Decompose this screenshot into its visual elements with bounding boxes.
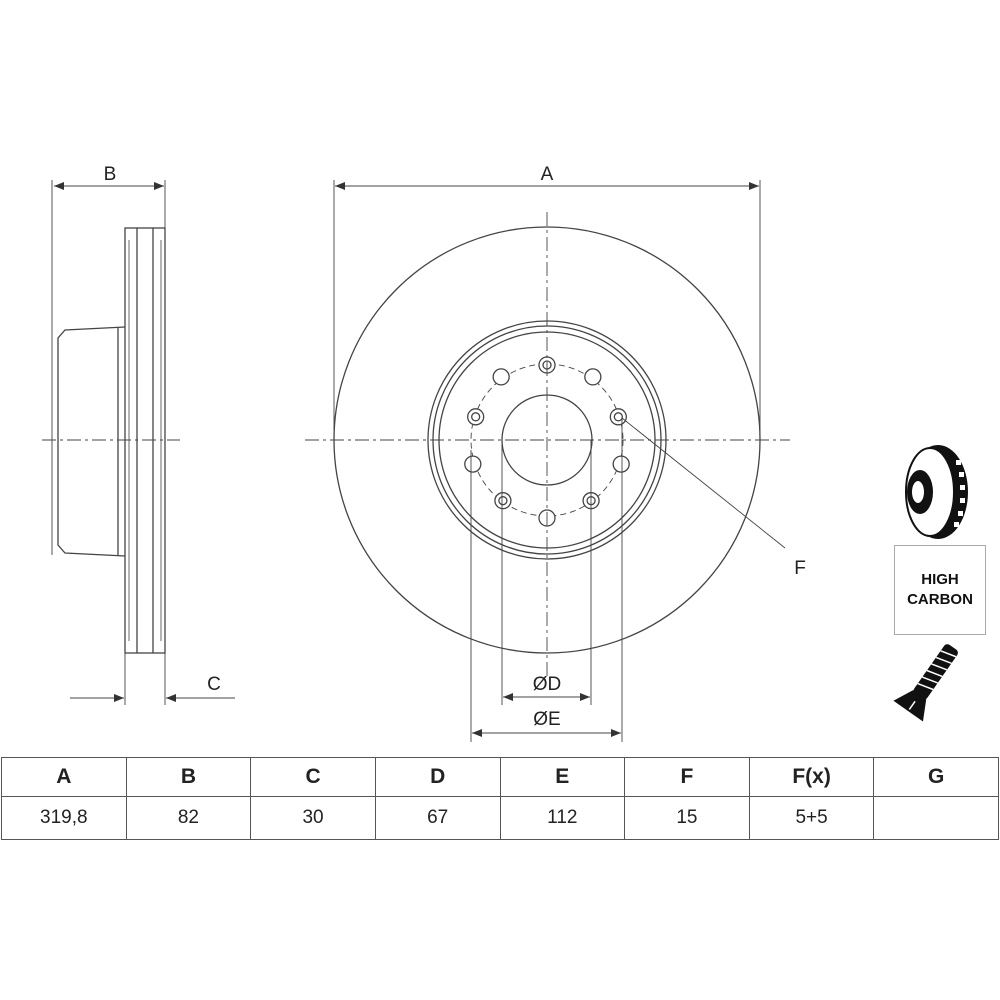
high-carbon-badge: HIGH CARBON [894,545,986,635]
bolt-hole [494,492,512,510]
value-f: 15 [624,796,750,840]
side-view [42,180,235,705]
header-fx: F(x) [748,757,875,797]
badge-line-2: CARBON [907,591,973,608]
value-d: 67 [374,796,501,840]
bolt-hole [492,368,510,386]
label-e: ØE [533,709,560,730]
bolt-hole-inner [613,412,623,422]
header-g: G [873,757,999,797]
value-a: 319,8 [1,796,127,840]
value-e: 112 [499,796,626,840]
table-row: 319,8 82 30 67 112 15 5+5 [1,796,999,840]
header-c: C [250,757,376,797]
value-c: 30 [250,796,376,840]
bolt-hole [464,455,482,473]
badge-line-1: HIGH [921,571,959,588]
brake-disc-icon [905,445,968,539]
screw-icon [893,644,958,722]
label-a: A [541,164,554,185]
leader-f [621,417,786,549]
label-f: F [794,558,806,579]
header-d: D [374,757,501,797]
label-d: ØD [533,674,562,695]
bolt-hole-inner [498,496,508,506]
value-g [873,796,999,840]
dimensions-table: A B C D E F F(x) G 319,8 82 30 67 112 15… [1,757,999,840]
bolt-hole [584,368,602,386]
value-fx: 5+5 [748,796,875,840]
label-b: B [104,164,117,185]
header-e: E [499,757,626,797]
front-view [305,180,790,742]
header-f: F [624,757,750,797]
header-b: B [125,757,252,797]
bolt-hole [612,455,630,473]
bolt-hole [467,408,485,426]
bolt-hole-inner [471,412,481,422]
value-b: 82 [125,796,252,840]
bolt-hole [609,408,627,426]
table-header-row: A B C D E F F(x) G [1,757,999,797]
label-c: C [207,674,221,695]
header-a: A [1,757,127,797]
